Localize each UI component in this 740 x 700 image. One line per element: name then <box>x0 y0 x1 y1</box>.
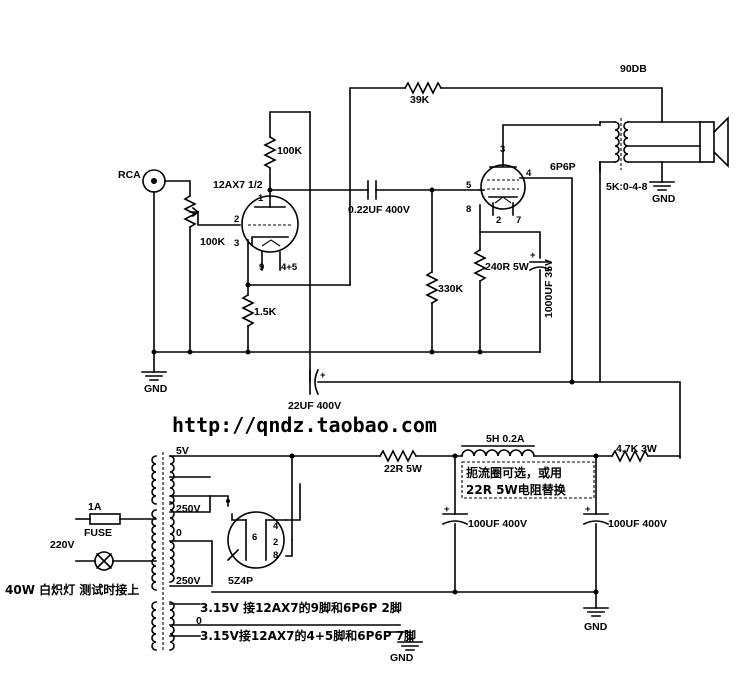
fuse-icon <box>89 513 121 525</box>
heater-note-2: 3.15V接12AX7的4+5脚和6P6P 7脚 <box>200 628 416 643</box>
capacitor-22uf: + 22UF 400V <box>288 368 341 412</box>
svg-text:2: 2 <box>496 215 501 226</box>
label-39k: 39K <box>410 94 430 106</box>
label-100uf-a: 100UF 400V <box>468 518 527 530</box>
label-250v-b: 250V <box>176 575 201 587</box>
capacitor-1000uf: + 1000UF 35V <box>528 250 555 353</box>
svg-text:9: 9 <box>259 262 264 273</box>
svg-text:2: 2 <box>234 214 239 225</box>
svg-text:8: 8 <box>466 204 471 215</box>
speaker-icon <box>699 116 729 168</box>
label-1000uf: 1000UF 35V <box>543 259 555 318</box>
heater-note-1: 3.15V 接12AX7的9脚和6P6P 2脚 <box>200 600 402 615</box>
capacitor-0-22uf: 0.22UF 400V <box>348 180 410 216</box>
svg-text:3: 3 <box>234 238 239 249</box>
label-250v-a: 250V <box>176 503 201 515</box>
website-url[interactable]: http://qndz.taobao.com <box>172 413 437 437</box>
svg-text:5: 5 <box>466 180 472 191</box>
svg-text:+: + <box>530 250 536 261</box>
feedback-resistor-39k <box>403 81 443 95</box>
lamp-icon <box>94 551 114 571</box>
label-12ax7: 12AX7 1/2 <box>213 179 263 191</box>
ground-symbol-heater: GND <box>390 641 423 664</box>
svg-text:+: + <box>444 504 450 515</box>
tube-12ax7: 12AX7 1/2 1 2 3 9 4+5 <box>213 179 299 273</box>
label-220v: 220V <box>50 539 75 551</box>
label-output-ratio: 5K:0-4-8 <box>606 181 648 193</box>
svg-text:2: 2 <box>273 537 278 548</box>
label-90db: 90DB <box>620 63 647 75</box>
lamp-note: 40W 白炽灯 测试时接上 <box>5 582 139 597</box>
svg-text:GND: GND <box>652 193 676 205</box>
label-100uf-b: 100UF 400V <box>608 518 667 530</box>
label-4k7: 4.7K 3W <box>616 443 657 455</box>
label-6p6p: 6P6P <box>550 161 576 173</box>
capacitor-100uf-a: + 100UF 400V <box>441 504 527 530</box>
choke-inductor: 5H 0.2A <box>461 433 535 457</box>
choke-note-line-1: 扼流圈可选，或用 <box>466 465 562 480</box>
svg-text:GND: GND <box>584 621 608 633</box>
label-rca: RCA <box>118 169 141 181</box>
label-fuse: FUSE <box>84 527 112 539</box>
svg-text:+: + <box>585 504 591 515</box>
label-1k5: 1.5K <box>254 306 277 318</box>
label-0-a: 0 <box>176 527 182 539</box>
resistor-1k5 <box>241 293 255 328</box>
label-330k: 330K <box>438 283 464 295</box>
label-240r: 240R 5W <box>485 261 529 273</box>
choke-note-line-2: 22R 5W电阻替换 <box>466 482 567 497</box>
label-22uf: 22UF 400V <box>288 400 341 412</box>
resistor-330k <box>425 270 439 305</box>
svg-text:4+5: 4+5 <box>281 262 298 273</box>
output-transformer: 5K:0-4-8 <box>599 118 701 193</box>
label-5z4p: 5Z4P <box>228 575 253 587</box>
resistor-22r <box>378 449 418 463</box>
label-0-22uf: 0.22UF 400V <box>348 204 410 216</box>
label-22r: 22R 5W <box>384 463 422 475</box>
svg-text:GND: GND <box>144 383 168 395</box>
label-5v: 5V <box>176 445 189 457</box>
label-pot-100k: 100K <box>200 236 226 248</box>
label-1a: 1A <box>88 501 102 513</box>
label-100k-plate: 100K <box>277 145 303 157</box>
ground-symbol-input: GND <box>141 371 168 395</box>
rca-jack-icon[interactable]: RCA <box>118 169 166 193</box>
svg-text:3: 3 <box>500 144 505 155</box>
svg-text:7: 7 <box>516 215 521 226</box>
rectifier-5z4p: 6 4 2 8 5Z4P <box>226 511 287 587</box>
resistor-100k-plate <box>263 135 277 170</box>
svg-text:4: 4 <box>526 168 532 179</box>
label-choke: 5H 0.2A <box>486 433 525 445</box>
capacitor-100uf-b: + 100UF 400V <box>582 504 667 530</box>
label-0-b: 0 <box>196 615 202 627</box>
svg-text:4: 4 <box>273 521 279 532</box>
svg-text:1: 1 <box>258 193 264 204</box>
svg-text:+: + <box>320 370 326 381</box>
svg-text:GND: GND <box>390 652 414 664</box>
ground-symbol-speaker: GND <box>649 181 676 205</box>
resistor-4k7 <box>610 449 650 463</box>
svg-text:8: 8 <box>273 550 278 561</box>
tube-6p6p: 6P6P 3 4 5 8 2 7 <box>466 124 601 226</box>
ground-symbol-psu: GND <box>583 607 609 633</box>
svg-text:6: 6 <box>252 532 257 543</box>
choke-note-box <box>461 461 595 499</box>
power-transformer: 5V 250V 0 250V 0 <box>151 445 202 652</box>
resistor-240r <box>473 248 487 283</box>
feedback-network: 39K 90DB <box>349 63 663 286</box>
